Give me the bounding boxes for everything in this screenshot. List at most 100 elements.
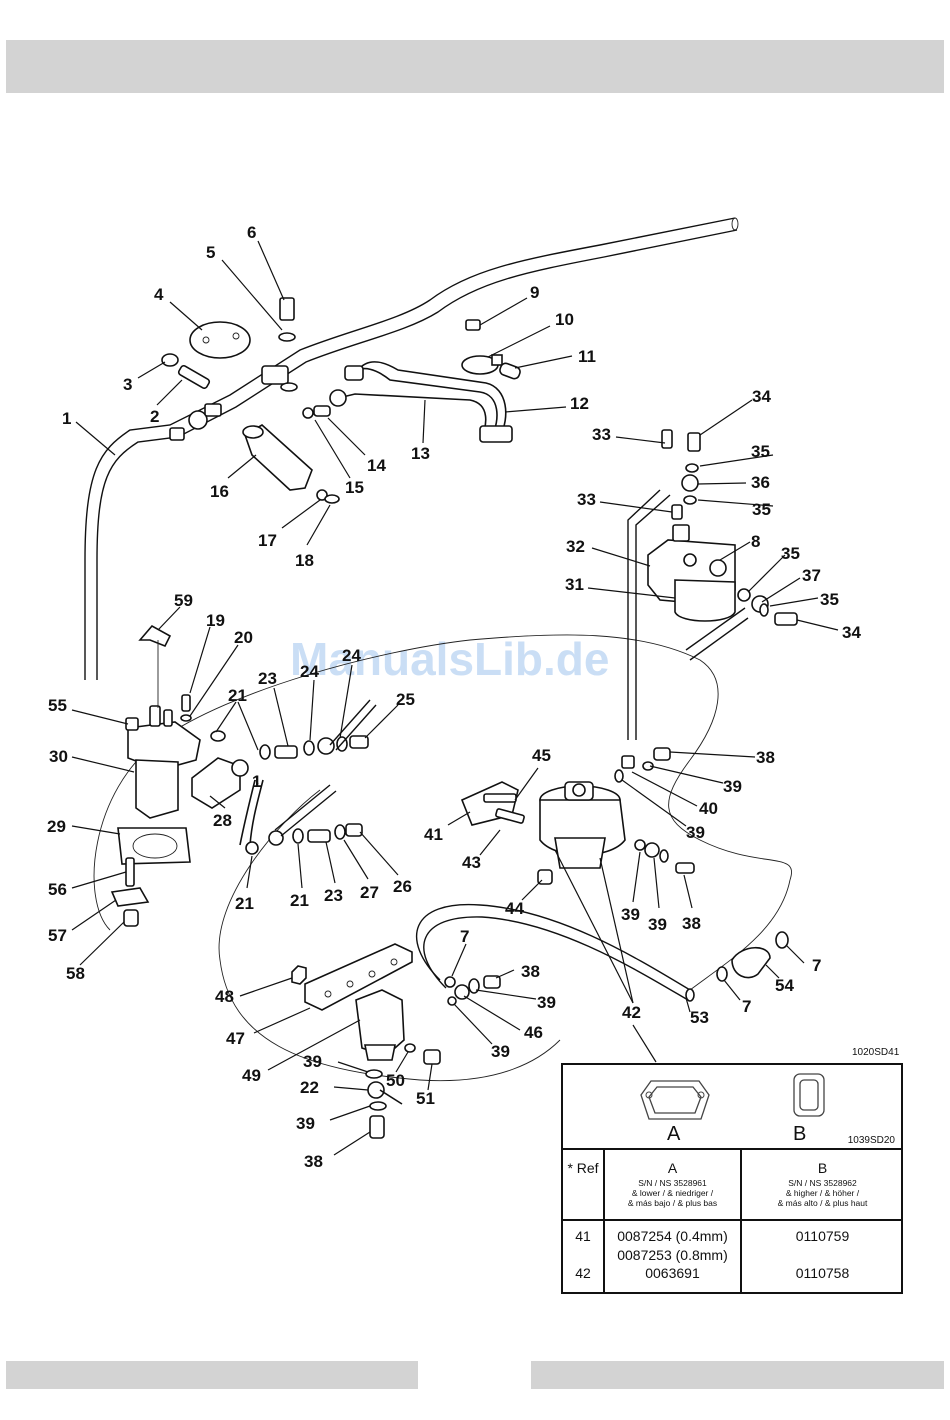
callout-7: 7	[812, 956, 821, 975]
col-a-header: A S/N / NS 3528961 & lower / & niedriger…	[605, 1160, 740, 1208]
callout-34: 34	[842, 623, 861, 642]
callout-12: 12	[570, 394, 589, 413]
callout-35: 35	[751, 442, 770, 461]
part-cluster-14-15	[302, 405, 331, 419]
callout-55: 55	[48, 696, 67, 715]
callout-47: 47	[226, 1029, 245, 1048]
bracket-47	[291, 943, 441, 1139]
callout-24: 24	[300, 662, 319, 681]
gasket-a-label: A	[667, 1123, 681, 1145]
callout-8: 8	[751, 532, 760, 551]
callout-19: 19	[206, 611, 225, 630]
callout-39: 39	[537, 993, 556, 1012]
callout-51: 51	[416, 1089, 435, 1108]
breather-tube-13	[329, 361, 513, 443]
callout-4: 4	[154, 285, 164, 304]
callout-6: 6	[247, 223, 256, 242]
callout-24: 24	[342, 646, 361, 665]
table-row-a-alt: 0087253 (0.8mm)	[617, 1247, 728, 1263]
callout-26: 26	[393, 877, 412, 896]
callout-9: 9	[530, 283, 539, 302]
callout-23: 23	[258, 669, 277, 688]
callout-39: 39	[621, 905, 640, 924]
injector-16	[242, 424, 340, 504]
callout-39: 39	[296, 1114, 315, 1133]
table-divider	[740, 1148, 742, 1294]
callout-5: 5	[206, 243, 215, 262]
callout-28: 28	[213, 811, 232, 830]
callout-44: 44	[505, 899, 524, 918]
callout-37: 37	[802, 566, 821, 585]
carburetor-30	[110, 624, 226, 927]
table-row-b: 0110758	[795, 1265, 850, 1281]
table-row-a: 0063691	[645, 1265, 700, 1281]
callout-21: 21	[235, 894, 254, 913]
callout-38: 38	[304, 1152, 323, 1171]
callout-18: 18	[295, 551, 314, 570]
drawing-code-inset: 1039SD20	[847, 1135, 895, 1146]
callout-35: 35	[781, 544, 800, 563]
callout-22: 22	[300, 1078, 319, 1097]
table-row-ref: 41	[575, 1228, 591, 1244]
callout-20: 20	[234, 628, 253, 647]
fuel-filter-31	[627, 429, 798, 740]
fuel-pump-42	[460, 747, 695, 885]
fuel-hose-top	[84, 217, 739, 680]
callout-15: 15	[345, 478, 364, 497]
callout-35: 35	[752, 500, 771, 519]
callout-35: 35	[820, 590, 839, 609]
gasket-a-icon	[640, 1080, 710, 1120]
watermark: ManualsLib.de	[290, 633, 609, 685]
fuel-hose-53	[415, 903, 695, 1006]
table-row-ref: 42	[575, 1265, 591, 1281]
col-b-note-1: & higher / & höher /	[785, 1188, 860, 1198]
callout-27: 27	[360, 883, 379, 902]
callout-39: 39	[648, 915, 667, 934]
callout-31: 31	[565, 575, 584, 594]
leader-lines	[71, 240, 839, 1156]
callout-59: 59	[174, 591, 193, 610]
callout-1: 1	[62, 409, 71, 428]
callout-48: 48	[215, 987, 234, 1006]
col-a-note-2: & más bajo / & plus bas	[627, 1198, 718, 1208]
callout-25: 25	[396, 690, 415, 709]
gasket-reference-table: A B 1039SD20 * Ref A S/N / NS 3528961 & …	[561, 1063, 903, 1294]
table-divider	[603, 1148, 605, 1294]
callout-50: 50	[386, 1071, 405, 1090]
callout-46: 46	[524, 1023, 543, 1042]
callout-1: 1	[252, 772, 261, 791]
callout-14: 14	[367, 456, 386, 475]
col-a-serial: S/N / NS 3528961	[638, 1178, 707, 1188]
callout-57: 57	[48, 926, 67, 945]
col-b-title: B	[817, 1160, 828, 1176]
col-b-serial: S/N / NS 3528962	[788, 1178, 857, 1188]
col-b-note-2: & más alto / & plus haut	[777, 1198, 868, 1208]
callout-53: 53	[690, 1008, 709, 1027]
header-band	[6, 40, 944, 93]
callout-10: 10	[555, 310, 574, 329]
callout-33: 33	[577, 490, 596, 509]
callout-39: 39	[303, 1052, 322, 1071]
callout-45: 45	[532, 746, 551, 765]
drawing-code-main: 1020SD41	[852, 1047, 900, 1058]
callout-38: 38	[682, 914, 701, 933]
table-divider	[563, 1219, 901, 1221]
part-cluster-9-11	[461, 319, 521, 380]
callout-42: 42	[622, 1003, 641, 1022]
ref-header: * Ref	[567, 1160, 599, 1176]
callout-49: 49	[242, 1066, 261, 1085]
callout-58: 58	[66, 964, 85, 983]
table-row-b: 0110759	[795, 1228, 850, 1244]
footer-band-right	[531, 1361, 944, 1389]
callout-3: 3	[123, 375, 132, 394]
callout-40: 40	[699, 799, 718, 818]
callout-30: 30	[49, 747, 68, 766]
footer-band-left	[6, 1361, 418, 1389]
callout-38: 38	[756, 748, 775, 767]
callout-11: 11	[578, 347, 596, 366]
callout-2: 2	[150, 407, 159, 426]
solenoid-28	[191, 699, 377, 855]
callout-7: 7	[460, 927, 469, 946]
gasket-illustrations: A B 1039SD20	[563, 1065, 901, 1150]
callout-39: 39	[686, 823, 705, 842]
